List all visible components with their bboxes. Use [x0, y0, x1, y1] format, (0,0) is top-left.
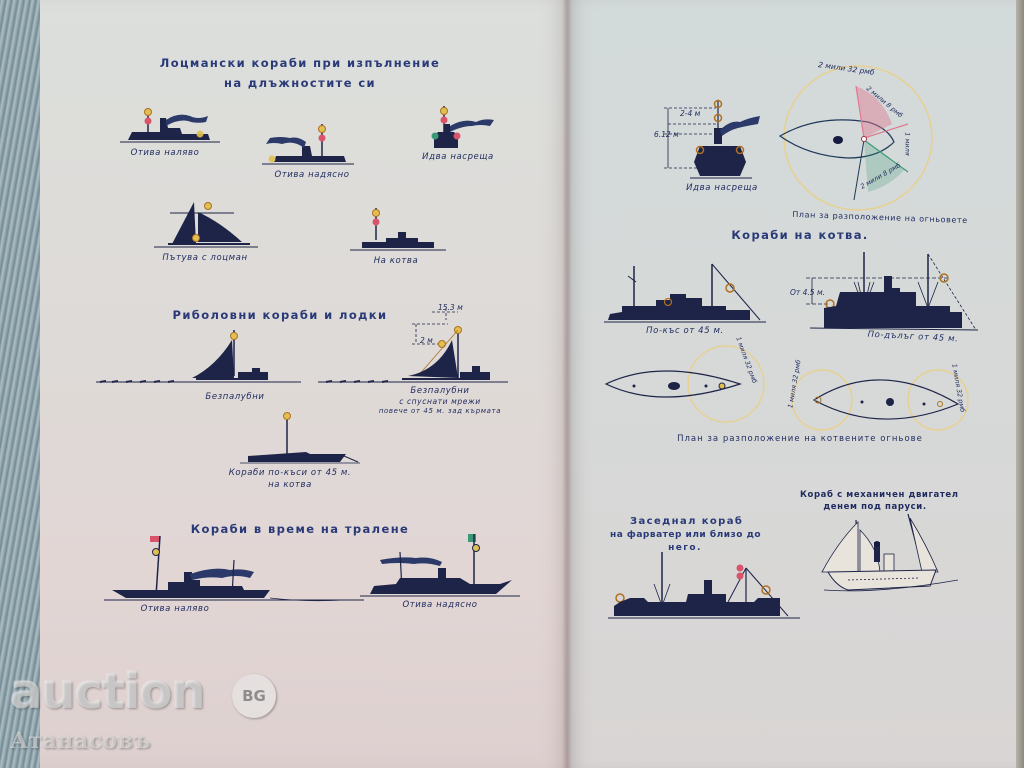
anchored-long-ship-illustration: [806, 252, 979, 331]
caption-head-on-steamer: Идва насреща: [686, 183, 758, 193]
left-page: [40, 0, 570, 768]
background-cloth: [0, 0, 42, 768]
caption-with-pilot: Пътува с лоцман: [162, 253, 248, 263]
watermark-badge: BG: [232, 674, 276, 718]
pilot-at-anchor-illustration: [350, 208, 446, 251]
aground-title-line2: на фарватер или близо до: [610, 530, 762, 540]
caption-small-anchor-line2: на котва: [268, 480, 312, 490]
anchored-ships-title: Кораби на котва.: [731, 228, 869, 242]
motor-sailer-title-line1: Кораб с механичен двигател: [800, 490, 959, 500]
caption-going-left: Отива наляво: [130, 148, 200, 158]
motor-sailer-illustration: [821, 513, 959, 592]
anchored-short-ship-illustration: [604, 263, 766, 323]
trawler-going-left-illustration: [104, 535, 364, 602]
caption-anchor-light-plan: План за разположение на котвените огньов…: [677, 434, 923, 444]
fishing-boat-illustration: [96, 330, 301, 383]
trawling-title: Кораби в време на тралене: [190, 522, 410, 536]
caption-trawler-left: Отива наляво: [140, 604, 210, 614]
pilot-sailboat-illustration: [154, 202, 258, 248]
aground-ship-illustration: [608, 552, 800, 619]
dimension-anchored-label: От 4.5 м.: [790, 288, 826, 297]
dimension-large-label: 6.12 м: [654, 130, 679, 139]
aground-title-line3: него.: [668, 543, 702, 553]
dimension-small-label: 2-4 м: [680, 109, 701, 118]
caption-small-anchor-line1: Кораби по-къси от 45 м.: [228, 468, 352, 478]
pilot-ship-head-on-illustration: [431, 106, 494, 148]
steamer-head-on-illustration: [664, 99, 760, 179]
pilot-ships-title-line2: на длъжностите си: [223, 76, 377, 90]
light-sector-plan-diagram: [778, 65, 933, 211]
right-page: [568, 0, 1020, 768]
motor-sailer-title-line2: денем под паруси.: [823, 502, 927, 512]
caption-trawler-right: Отива надясно: [402, 600, 478, 610]
small-anchored-boat-illustration: [240, 412, 360, 464]
pilot-ship-going-left-illustration: [120, 108, 220, 143]
book-spine: [562, 0, 572, 768]
caption-nets-line1: Безпалубни: [410, 386, 470, 396]
caption-nets-line3: повече от 45 м. зад кърмата: [378, 407, 502, 415]
caption-nets-line2: с спуснати мрежи: [399, 397, 481, 406]
caption-short-anchored: По-къс от 45 м.: [646, 326, 724, 336]
fishing-boat-nets-illustration: [318, 308, 508, 383]
caption-head-on: Идва насреща: [422, 152, 494, 162]
aground-title-line1: Заседнал кораб: [630, 516, 744, 527]
caption-at-anchor: На котва: [373, 256, 419, 266]
watermark-seller: Атанасовъ: [10, 728, 151, 754]
dimension-gap-label: 2 м: [420, 336, 433, 345]
pilot-ship-going-right-illustration: [262, 124, 354, 165]
dimension-height-label: 15.3 м: [438, 303, 463, 312]
pilot-ships-title: Лоцмански кораби при изпълнение: [159, 56, 441, 70]
watermark-brand: auction: [10, 664, 206, 720]
side-range-label: 1 миля: [903, 132, 912, 156]
page-edge: [1016, 0, 1024, 768]
anchor-light-plan-diagram: [604, 345, 969, 431]
caption-open-boat: Безпалубни: [205, 392, 265, 402]
caption-going-right: Отива надясно: [274, 170, 350, 180]
fishing-ships-title: Риболовни кораби и лодки: [172, 308, 388, 322]
trawler-going-right-illustration: [360, 534, 520, 597]
